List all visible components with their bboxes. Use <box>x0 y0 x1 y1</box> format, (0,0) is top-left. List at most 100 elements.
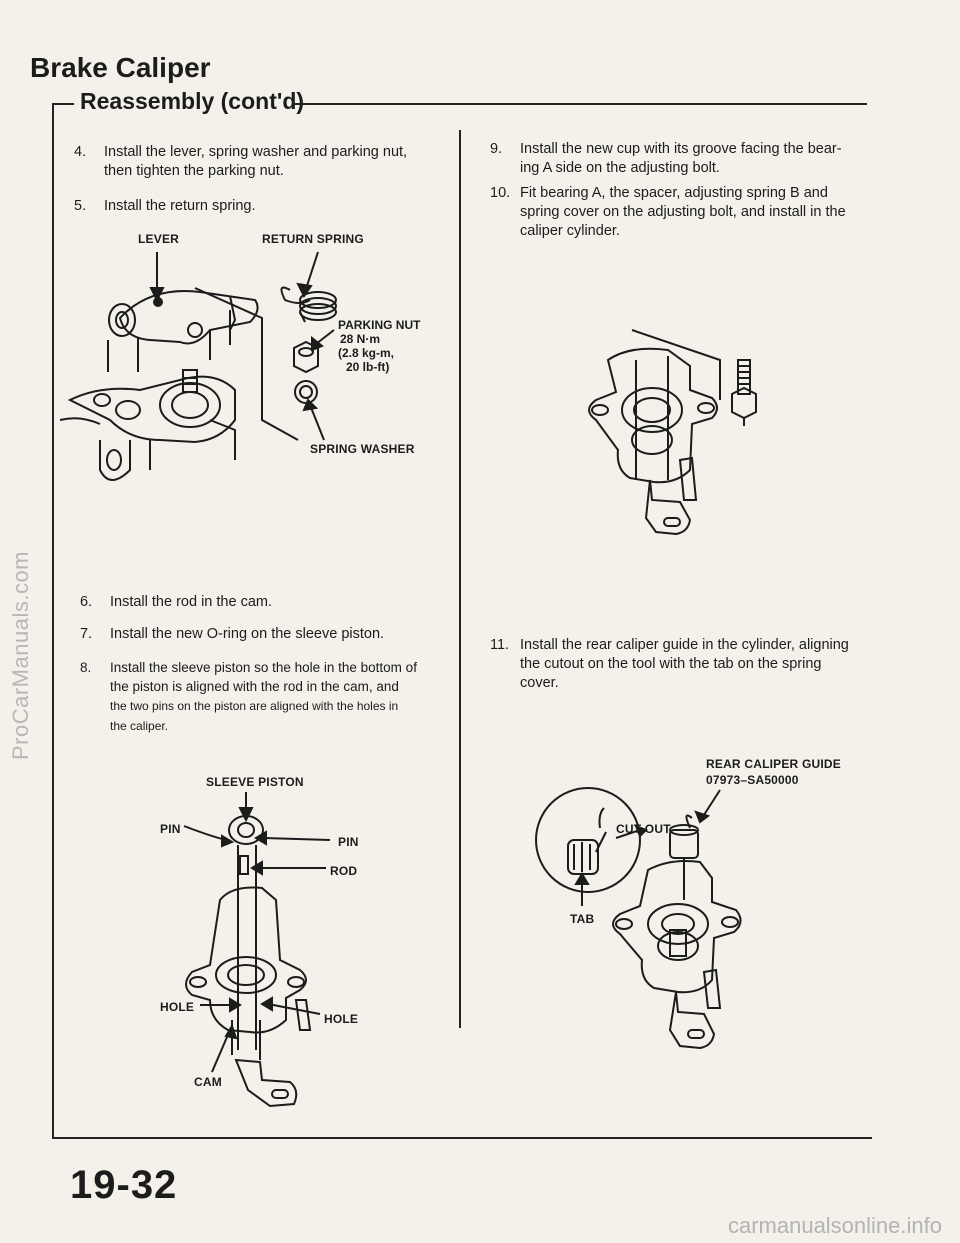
step-number: 9. <box>490 141 503 157</box>
label-rod: ROD <box>330 864 358 878</box>
section-title: Brake Caliper <box>30 52 211 83</box>
subsection-title: Reassembly (cont'd) <box>80 88 305 114</box>
adjusting-bolt <box>669 929 687 957</box>
lever-shape <box>118 290 259 345</box>
caliper-bore <box>215 956 277 994</box>
bracket <box>644 479 692 536</box>
step-text: the piston is aligned with the rod in th… <box>110 679 399 694</box>
label-hole-right: HOLE <box>324 1012 359 1026</box>
step-text: Install the lever, spring washer and par… <box>104 144 408 160</box>
step-number: 4. <box>74 144 87 160</box>
step-text: the caliper. <box>110 719 169 733</box>
step-text: spring cover on the adjusting bolt, and … <box>520 204 846 220</box>
guide-line <box>631 329 721 400</box>
spring-coil <box>299 291 337 309</box>
step-6: 6. Install the rod in the cam. <box>80 593 455 612</box>
mount-boss-inner <box>115 311 129 329</box>
header-rule <box>292 103 867 105</box>
step-8: 8. Install the sleeve piston so the hole … <box>80 658 460 736</box>
bolt-nut <box>731 386 757 420</box>
step-text: Fit bearing A, the spacer, adjusting spr… <box>520 185 828 201</box>
label-spring-washer: SPRING WASHER <box>310 442 415 456</box>
step-number: 11. <box>490 637 510 653</box>
step-4: 4. Install the lever, spring washer and p… <box>74 143 454 181</box>
label-hole-left: HOLE <box>160 1000 195 1014</box>
spring-hook <box>280 286 311 304</box>
adjust-bolt <box>182 369 198 393</box>
label-cam: CAM <box>194 1075 222 1089</box>
bracket-line <box>194 287 299 441</box>
caliper-foot <box>99 440 131 481</box>
step-text: ing A side on the adjusting bolt. <box>520 160 720 176</box>
label-pin-right: PIN <box>338 835 359 849</box>
leader-line <box>309 404 325 441</box>
step-number: 7. <box>80 626 93 642</box>
shaft <box>209 310 231 360</box>
label-tool-number: 07973–SA50000 <box>706 773 799 787</box>
caliper-body <box>67 375 236 444</box>
parking-nut-torque-lbft: 20 lb-ft) <box>346 360 390 374</box>
bolt-tip <box>229 295 237 331</box>
bleeder <box>702 968 722 1009</box>
parking-nut-title: PARKING NUT <box>338 318 421 332</box>
step-text: Install the rod in the cam. <box>110 594 272 610</box>
step-text: Install the new O-ring on the sleeve pis… <box>110 626 385 642</box>
label-sleeve-piston: SLEEVE PISTON <box>206 775 304 789</box>
leader-hole-right <box>267 1003 321 1015</box>
cam-bracket <box>234 1058 298 1108</box>
page-number: 19-32 <box>70 1163 178 1207</box>
label-parking-nut: PARKING NUT 28 N·m (2.8 kg-m, 20 lb-ft) <box>338 318 420 374</box>
step-text: Install the rear caliper guide in the cy… <box>520 637 849 653</box>
caliper-bore <box>621 387 683 433</box>
watermark-carmanualsonline: carmanualsonline.info <box>727 1213 942 1238</box>
step-text: Install the new cup with its groove faci… <box>520 141 842 157</box>
caliper-lower <box>149 419 236 470</box>
step-text: the two pins on the piston are aligned w… <box>110 699 399 713</box>
bracket <box>668 991 716 1050</box>
step-text: Install the sleeve piston so the hole in… <box>110 660 417 675</box>
label-tab: TAB <box>570 912 595 926</box>
mount-post <box>107 338 139 372</box>
step-7: 7. Install the new O-ring on the sleeve p… <box>80 625 455 644</box>
step-11: 11. Install the rear caliper guide in the… <box>490 636 870 693</box>
step-number: 6. <box>80 594 93 610</box>
bleeder <box>294 999 312 1031</box>
lever-pivot <box>187 322 203 338</box>
sleeve-piston <box>228 815 264 845</box>
footer-rule <box>52 1137 872 1139</box>
step-number: 5. <box>74 198 87 214</box>
step-9: 9. Install the new cup with its groove fa… <box>490 140 870 178</box>
header-rule-left-tick <box>52 103 74 105</box>
bleeder <box>678 456 698 501</box>
step-10: 10. Fit bearing A, the spacer, adjusting … <box>490 184 870 241</box>
mount-boss <box>108 303 136 337</box>
step-text: caliper cylinder. <box>520 223 620 239</box>
leader-tool <box>701 789 721 819</box>
step-number: 8. <box>80 660 92 675</box>
label-lever: LEVER <box>138 232 180 246</box>
label-pin-left: PIN <box>160 822 181 836</box>
parking-nut-torque-nm: 28 N·m <box>340 332 381 346</box>
leader-pin-right <box>263 837 331 841</box>
label-tool-name: REAR CALIPER GUIDE <box>706 757 841 771</box>
label-return-spring: RETURN SPRING <box>262 232 364 246</box>
rod <box>239 855 249 875</box>
step-number: 10. <box>490 185 511 201</box>
caliper-edge <box>59 417 101 425</box>
left-frame-line <box>52 103 54 1138</box>
caliper-bore <box>647 903 709 945</box>
lever-hole <box>153 297 163 307</box>
mount-hole-left <box>115 400 141 420</box>
caliper-body <box>588 347 718 484</box>
step-text: then tighten the parking nut. <box>104 163 284 179</box>
column-divider <box>459 130 461 1028</box>
step-5: 5.Install the return spring. <box>74 197 454 216</box>
caliper-body <box>185 886 307 1034</box>
leader-cutout <box>598 807 605 829</box>
leader-line <box>315 329 335 345</box>
parking-nut <box>293 340 319 374</box>
